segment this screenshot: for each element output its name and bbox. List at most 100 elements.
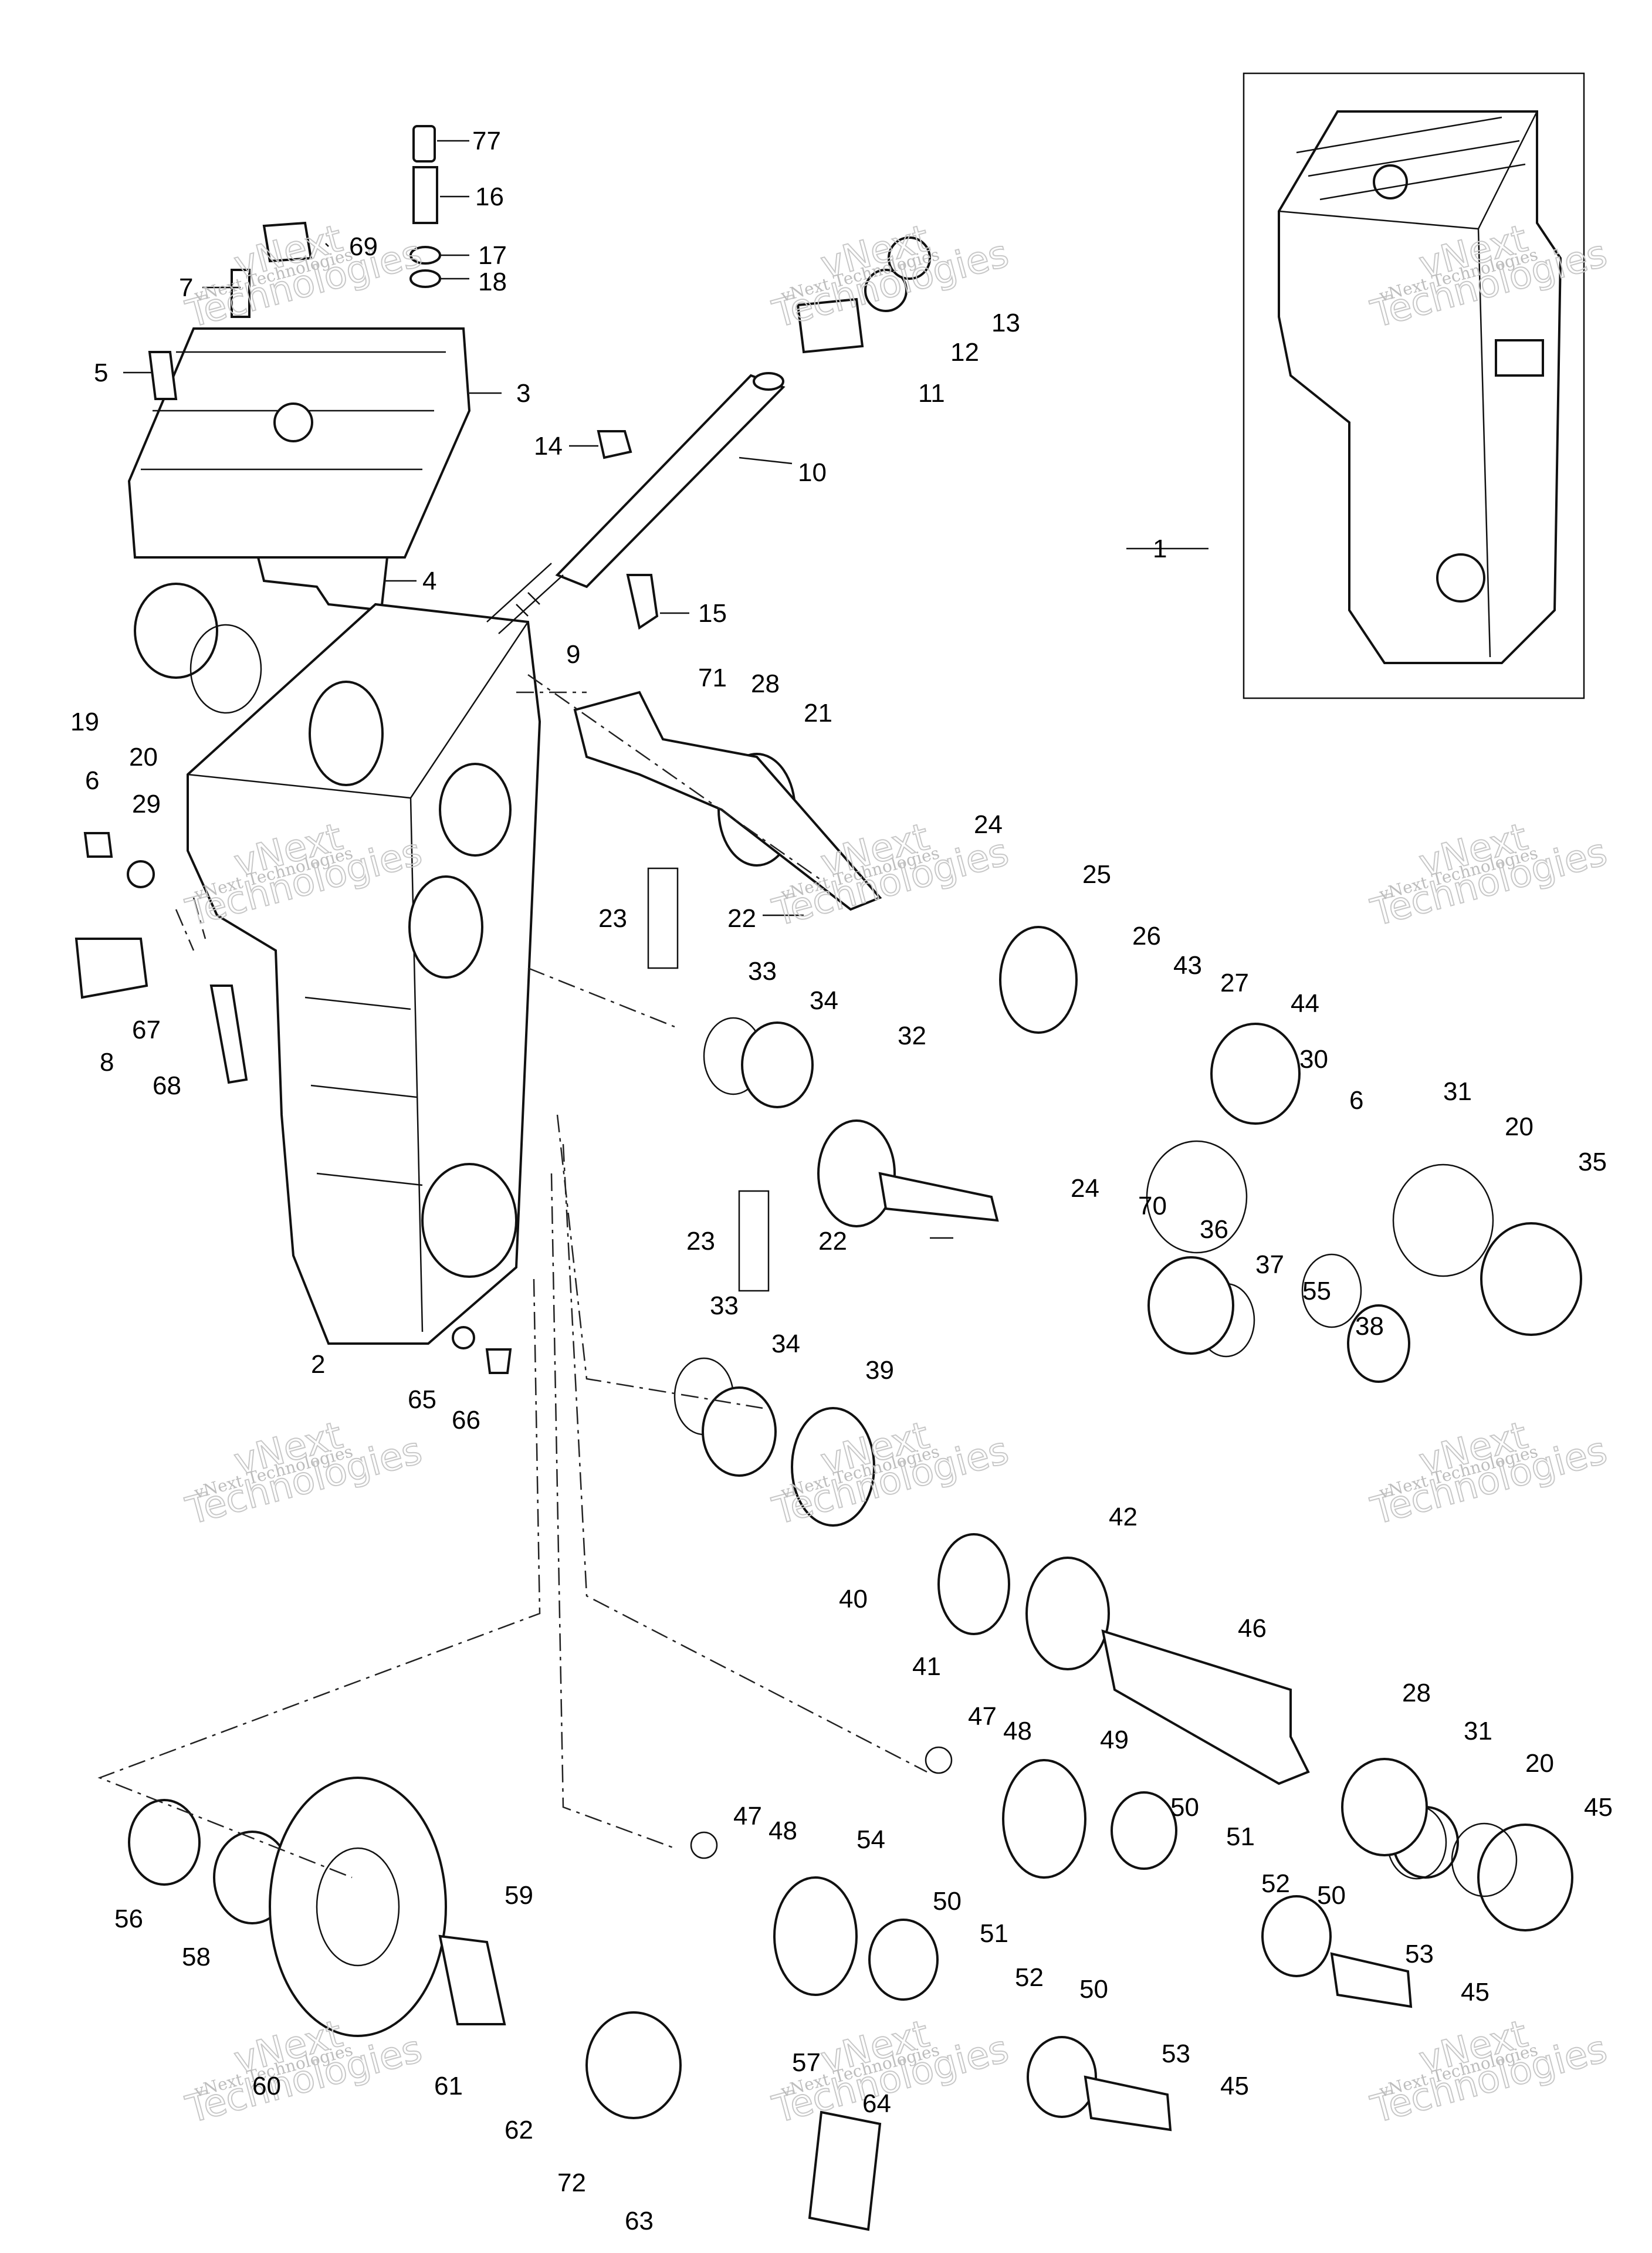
callout-26: 26: [1132, 922, 1161, 950]
callout-30: 31: [1464, 1717, 1492, 1745]
callout-32: 32: [898, 1021, 926, 1050]
callout-51: 52: [1261, 1869, 1290, 1898]
callout-47: 48: [1003, 1717, 1032, 1745]
callout-34: 34: [771, 1330, 800, 1358]
callout-59: 60: [252, 2072, 281, 2100]
callout-23: 23: [598, 904, 627, 933]
callout-6: 6: [1349, 1086, 1363, 1115]
callout-68: 68: [153, 1071, 181, 1100]
callout-20: 20: [1525, 1749, 1554, 1778]
shafts: [438, 691, 1413, 2231]
callout-34: 34: [810, 986, 838, 1015]
callout-53: 45: [1220, 2072, 1249, 2100]
detent-pin-boxes: [647, 867, 770, 1292]
callout-21: 21: [804, 699, 832, 728]
callout-44: 30: [1299, 1045, 1328, 1074]
callout-39: 40: [839, 1585, 868, 1613]
shift-shaft: [486, 372, 786, 634]
callout-labels: 77 16 69 17 7 18 5 3 14 10 4 15 9 19 20 …: [70, 127, 1613, 2235]
callout-46: 47: [733, 1802, 762, 1831]
callout-41: 42: [1109, 1503, 1138, 1531]
callout-52: 53: [1162, 2039, 1190, 2068]
callout-49: 50: [933, 1887, 962, 1916]
callout-2: 2: [311, 1350, 325, 1379]
callout-40: 41: [912, 1652, 941, 1681]
callout-7: 7: [179, 273, 193, 302]
callout-31: 35: [1578, 1148, 1607, 1176]
callout-25: 25: [1082, 860, 1111, 889]
callout-66: 66: [452, 1406, 480, 1435]
callout-18: 18: [478, 268, 507, 296]
callout-37: 55: [1302, 1277, 1331, 1305]
callout-50: 51: [980, 1919, 1008, 1948]
callout-54: 54: [857, 1825, 885, 1854]
callout-52: 53: [1405, 1940, 1434, 1968]
callout-42: 46: [1238, 1614, 1267, 1643]
callout-65: 65: [408, 1385, 436, 1414]
callout-77: 77: [472, 127, 501, 155]
callout-3: 3: [516, 379, 530, 408]
callout-49: 50: [1317, 1881, 1346, 1910]
callout-49: 50: [1079, 1975, 1108, 2004]
top-cover: [127, 327, 471, 612]
callout-69: 69: [349, 232, 378, 261]
seals-rings: [128, 583, 1582, 1931]
callout-67: 67: [132, 1016, 161, 1044]
callout-16: 16: [475, 182, 504, 211]
callout-23: 23: [686, 1227, 715, 1256]
callout-24: 24: [1071, 1174, 1099, 1203]
callout-49: 50: [1170, 1793, 1199, 1822]
callout-28: 28: [1402, 1679, 1431, 1707]
callout-50: 51: [1226, 1822, 1255, 1851]
callout-17: 17: [478, 241, 507, 270]
callout-47: 48: [769, 1816, 797, 1845]
callout-53: 45: [1461, 1978, 1489, 2007]
assembly-lines: [97, 674, 927, 1879]
callout-4: 4: [422, 567, 436, 596]
callout-72: 72: [557, 2169, 586, 2197]
callout-10: 10: [798, 458, 827, 487]
callout-57: 57: [792, 2048, 821, 2077]
callout-35: 70: [1138, 1192, 1167, 1220]
callout-64: 64: [862, 2089, 891, 2118]
assembly-inset: [1243, 72, 1585, 699]
callout-20: 20: [1505, 1112, 1533, 1141]
fasteners: [75, 125, 931, 1374]
callout-63: 63: [625, 2207, 654, 2235]
gearbox-housing: [187, 603, 541, 1345]
callout-43: 43: [1173, 951, 1202, 980]
callout-30: 31: [1443, 1077, 1472, 1106]
callout-5: 5: [94, 358, 108, 387]
callout-38: 39: [865, 1356, 894, 1385]
callout-13: 13: [991, 309, 1020, 337]
callout-22: 22: [818, 1227, 847, 1256]
callout-70: 36: [1200, 1215, 1228, 1244]
callout-11: 11: [918, 379, 945, 408]
callout-48: 49: [1100, 1726, 1129, 1754]
callout-1: 1: [1153, 535, 1167, 563]
callout-14: 14: [534, 432, 563, 461]
callout-36: 37: [1255, 1250, 1284, 1279]
bearings: [213, 1021, 1428, 2119]
callout-71: 71: [698, 664, 727, 692]
callout-15: 15: [698, 599, 727, 628]
callout-12: 12: [950, 338, 979, 367]
callout-8: 8: [100, 1048, 114, 1077]
callout-28: 28: [751, 669, 780, 698]
leader-lines: [123, 140, 1208, 1239]
callout-33: 33: [748, 957, 777, 986]
callout-58: 58: [182, 1943, 211, 1971]
gears: [269, 753, 1110, 2037]
callout-61: 59: [505, 1881, 533, 1910]
callout-46: 47: [968, 1702, 997, 1731]
callout-56: 56: [114, 1904, 143, 1933]
callout-28: 44: [1291, 989, 1319, 1018]
callout-33: 33: [710, 1291, 739, 1320]
callout-51: 52: [1015, 1963, 1044, 1992]
callout-24: 24: [974, 810, 1003, 839]
callout-27: 27: [1220, 969, 1249, 997]
callout-55: 38: [1355, 1312, 1384, 1341]
callout-9: 9: [566, 640, 580, 669]
callout-62: 62: [505, 2116, 533, 2144]
